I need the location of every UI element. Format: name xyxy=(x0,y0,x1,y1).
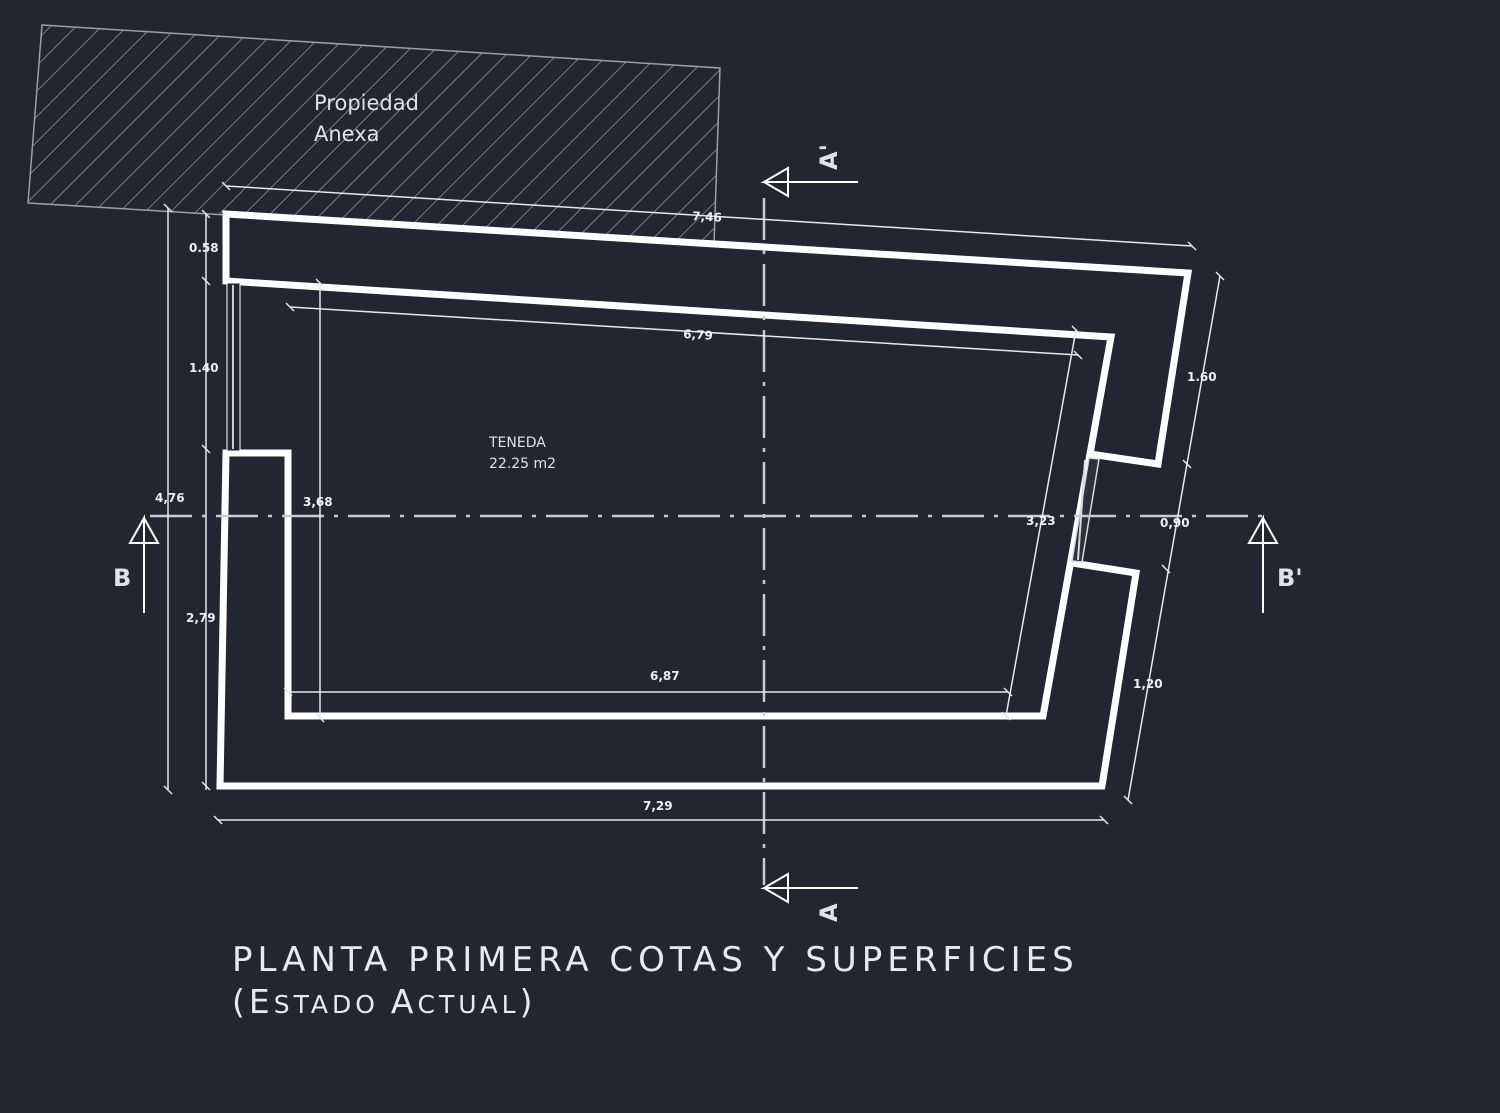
dim-right-160: 1.60 xyxy=(1187,370,1217,384)
building-walls xyxy=(216,210,1193,790)
section-arrow-a-bottom xyxy=(760,872,858,904)
drawing-subtitle: (ESTADO ACTUAL) xyxy=(232,982,536,1021)
section-label-b-left: B xyxy=(113,564,131,592)
annex-property: Propiedad Anexa xyxy=(27,24,721,245)
dim-left-total: 4,76 xyxy=(155,491,185,505)
subtitle-word2: CTUAL xyxy=(417,990,520,1019)
room-label: TENEDA 22.25 m2 xyxy=(488,435,556,472)
dim-bottom-outer: 7,29 xyxy=(643,799,673,813)
dim-left-140: 1.40 xyxy=(189,361,219,375)
section-label-a-top: A' xyxy=(815,144,843,170)
dimension-lines xyxy=(163,181,1225,825)
drawing-title: PLANTA PRIMERA COTAS Y SUPERFICIES xyxy=(232,940,1079,980)
subtitle-word1: STADO xyxy=(273,990,391,1019)
outer-wall-outline xyxy=(216,210,1193,790)
dim-right-120: 1,20 xyxy=(1133,677,1163,691)
dim-right-090: 0,90 xyxy=(1160,516,1190,530)
section-lines xyxy=(150,198,1262,885)
dim-right-inner: 3,23 xyxy=(1026,514,1056,528)
section-markers xyxy=(128,166,1279,904)
section-arrow-a-top xyxy=(760,166,858,198)
section-label-b-right: B' xyxy=(1277,564,1303,592)
openings xyxy=(226,282,1100,563)
annex-label-line1: Propiedad xyxy=(314,91,419,115)
section-arrow-b-left xyxy=(128,514,160,613)
section-labels: A' A B B' xyxy=(113,144,1303,922)
room-name: TENEDA xyxy=(488,435,546,451)
section-label-a-bottom: A xyxy=(815,903,843,922)
subtitle-open: (E xyxy=(232,982,274,1021)
room-area: 22.25 m2 xyxy=(489,456,556,472)
dim-left-058: 0.58 xyxy=(189,241,219,255)
annex-label-line2: Anexa xyxy=(314,122,380,146)
dim-left-279: 2,79 xyxy=(186,611,216,625)
dim-top-outer: 7,46 xyxy=(692,209,722,225)
dimension-labels: 7,46 6,79 6,87 7,29 0.58 1.40 4,76 3,68 … xyxy=(155,209,1217,813)
dim-left-inner: 3,68 xyxy=(303,495,333,509)
section-arrow-b-right xyxy=(1247,514,1279,613)
subtitle-initial: A xyxy=(390,982,418,1021)
subtitle-close: ) xyxy=(519,982,537,1021)
dim-inner-top: 6,79 xyxy=(683,327,713,343)
dim-inner-bottom: 6,87 xyxy=(650,669,680,683)
